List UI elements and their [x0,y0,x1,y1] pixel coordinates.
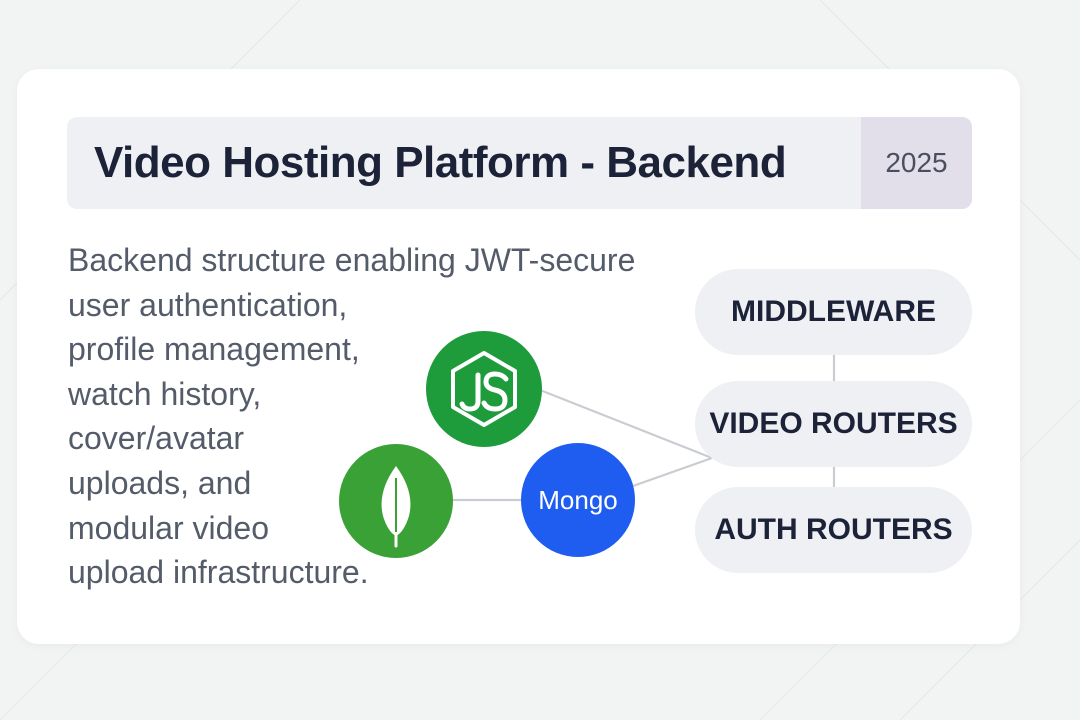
description-line: Backend structure enabling JWT-secure [68,242,636,278]
description-line: uploads, and [68,464,252,501]
layer-video-routers: VIDEO ROUTERS [695,381,972,467]
mongo-node: Mongo [521,443,635,557]
nodejs-node [426,331,542,447]
leaf-icon [381,466,411,548]
mongodb-leaf-node [339,444,453,558]
description-line: user authentication, [68,286,348,323]
project-description: Backend structure enabling JWT-secure us… [68,238,668,595]
layer-auth-routers: AUTH ROUTERS [695,487,972,573]
connector-nodejs-to-routers [539,388,713,460]
year-badge: 2025 [861,117,972,209]
mongo-label: Mongo [538,485,618,515]
connector-mongo-to-routers [632,456,713,488]
nodejs-hexagon-icon [451,351,517,427]
description-line: modular video [68,509,269,546]
description-line: upload infrastructure. [68,554,369,591]
description-line: cover/avatar [68,420,245,457]
description-line: profile management, [68,331,360,368]
layer-middleware: MIDDLEWARE [695,269,972,355]
title-bar: Video Hosting Platform - Backend 2025 [67,117,972,209]
page-title: Video Hosting Platform - Backend [94,138,787,187]
description-line: watch history, [68,375,262,412]
